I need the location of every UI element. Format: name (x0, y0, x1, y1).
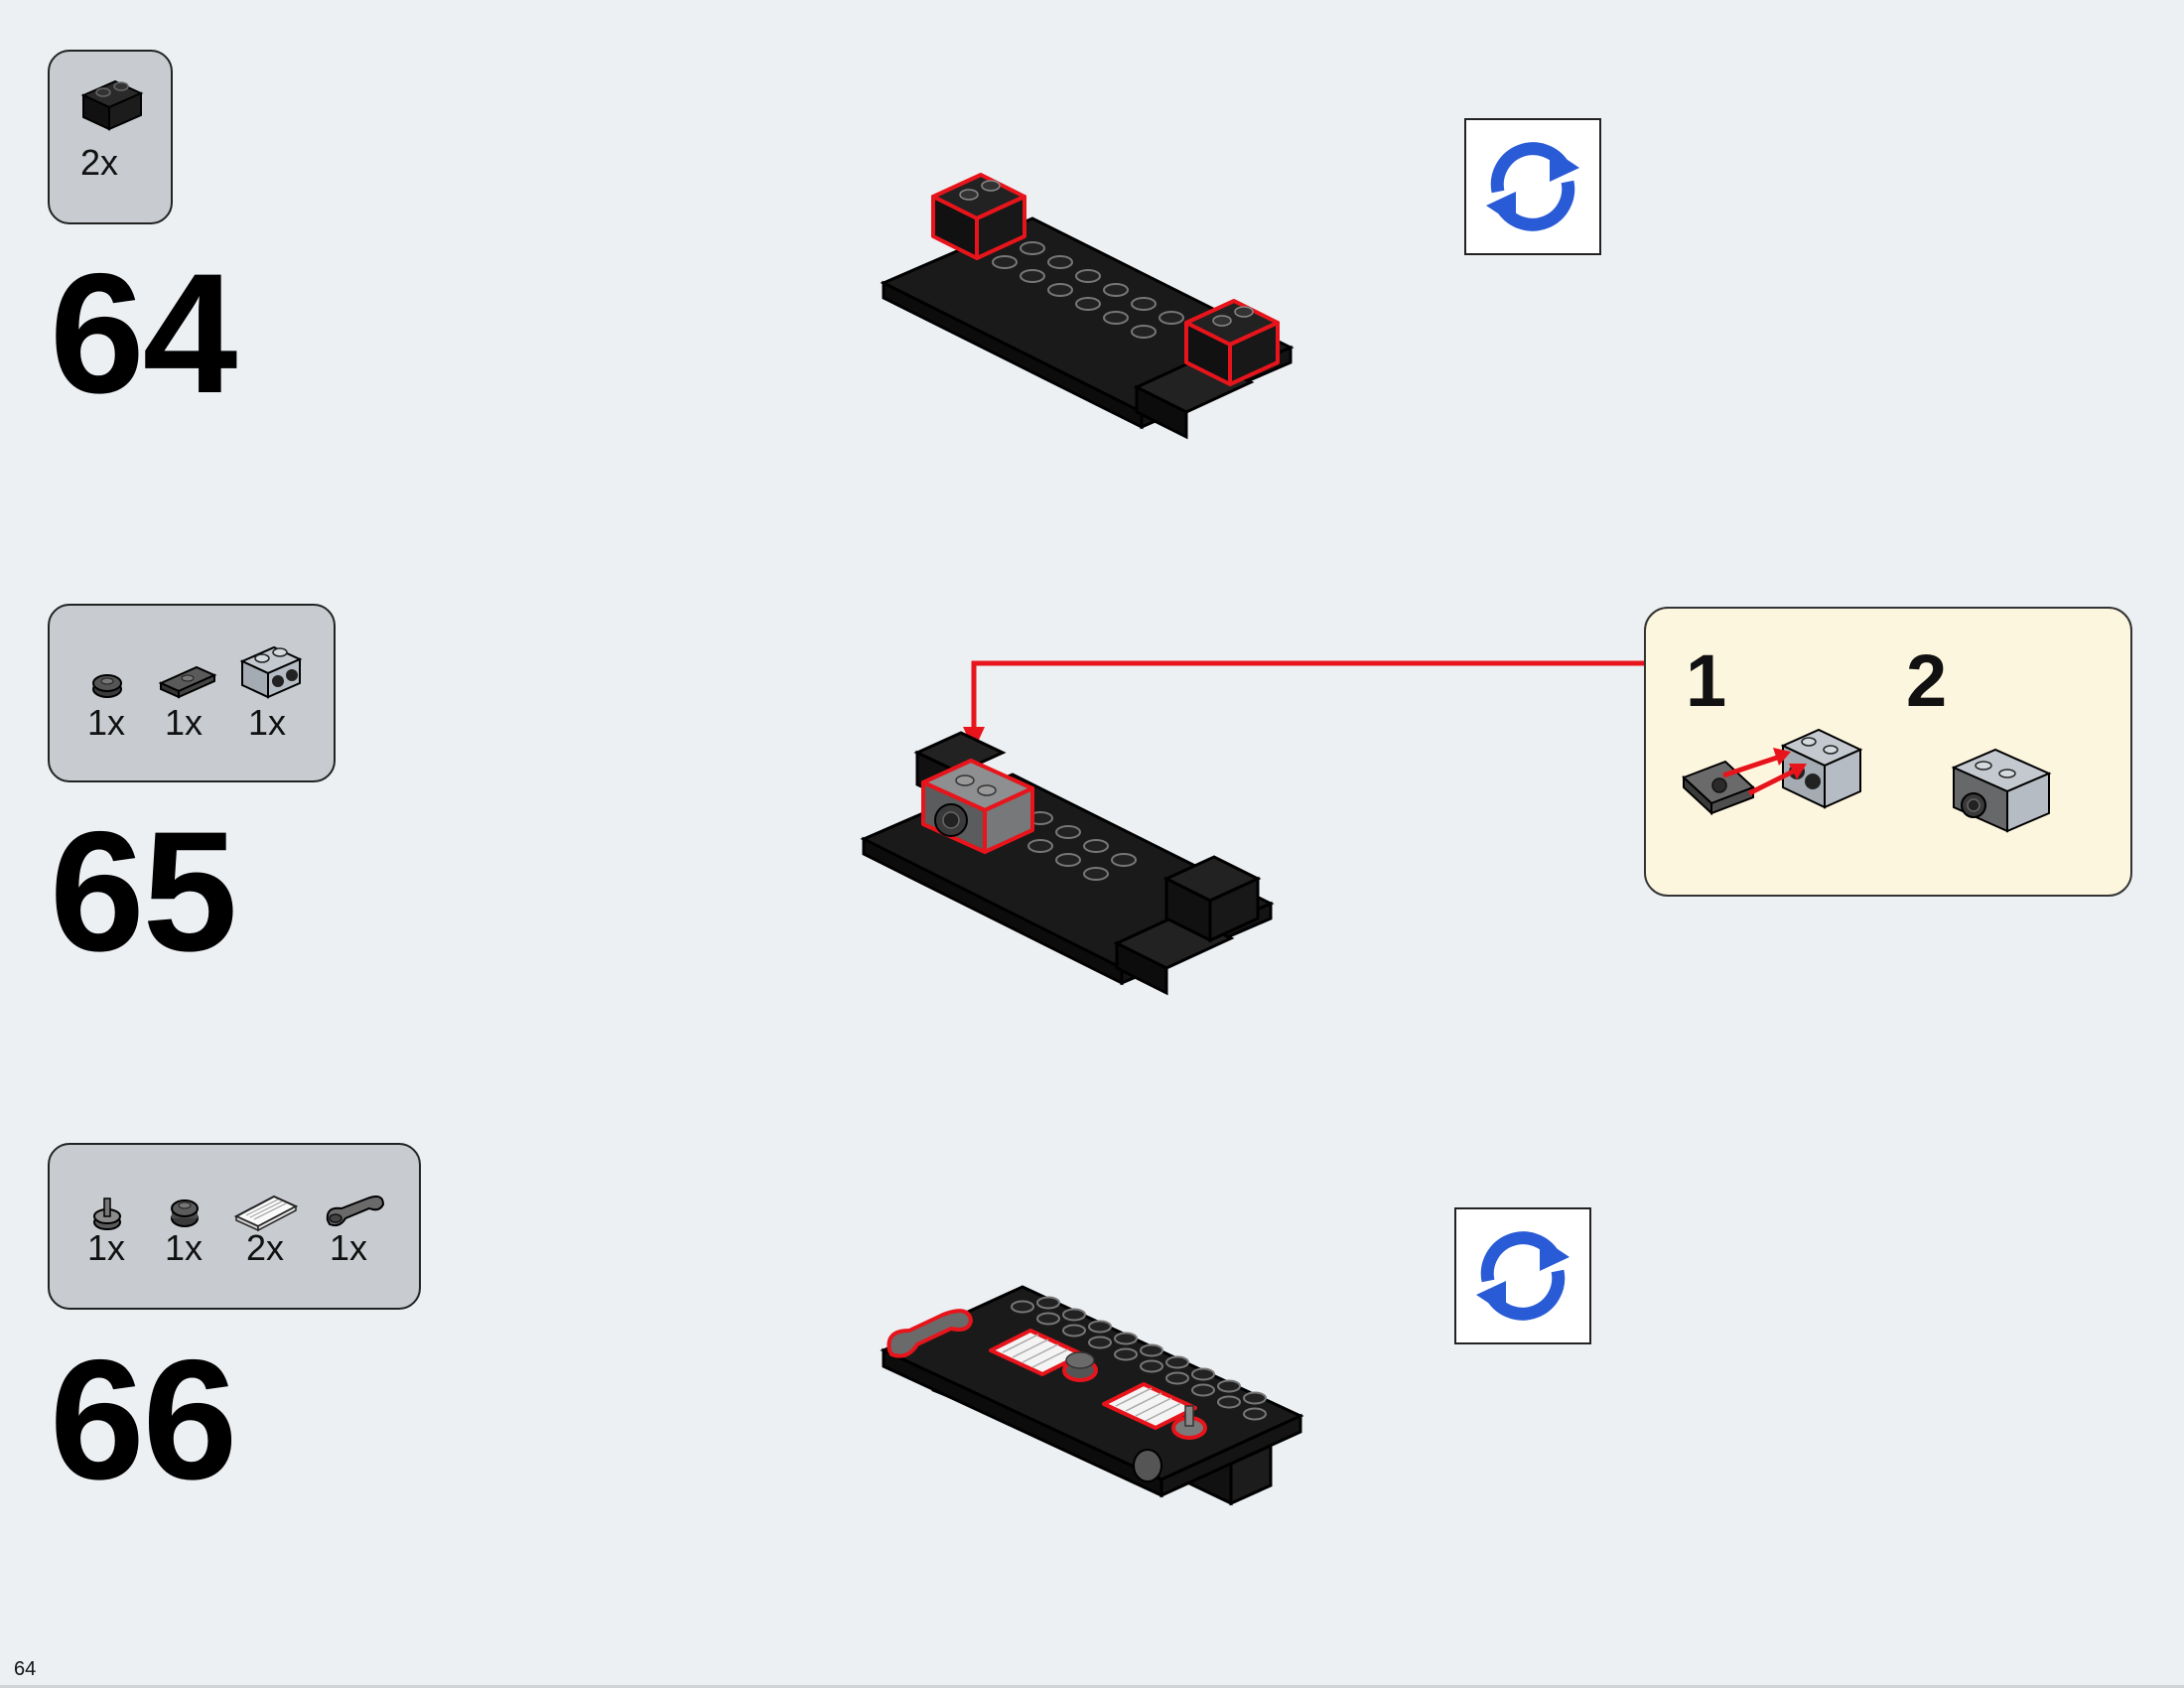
sub-step-number-2: 2 (1906, 639, 1948, 722)
sub-step-1-illustration (1682, 728, 1863, 816)
light-gray-brick-with-studs-on-side-icon (239, 645, 303, 699)
part-quantity: 1x (164, 1227, 204, 1268)
part-quantity: 1x (329, 1227, 368, 1268)
dark-gray-bar-with-clip-icon (326, 1196, 385, 1227)
dark-gray-round-brick-icon (171, 1199, 199, 1227)
sub-assembly-callout: 1 2 (1644, 607, 2132, 897)
step-66-parts-list: 1x 1x 2x 1x (48, 1143, 421, 1310)
part-quantity: 1x (86, 702, 126, 743)
rotate-icon (1476, 1231, 1570, 1321)
part-quantity: 2x (245, 1227, 285, 1268)
white-grille-tile-icon (233, 1195, 299, 1232)
part-quantity: 2x (79, 142, 119, 183)
rotate-model-indicator-64 (1464, 118, 1601, 255)
gray-round-plate-with-bar-icon (93, 1197, 121, 1230)
dark-gray-jumper-plate-icon (158, 665, 217, 699)
step-65-assembly-model (860, 731, 1275, 996)
step-65-parts-list: 1x 1x 1x (48, 604, 336, 782)
part-quantity: 1x (247, 702, 287, 743)
step-number-66: 66 (50, 1325, 237, 1515)
page-bottom-divider (0, 1685, 2184, 1688)
step-66-assembly-model (880, 1285, 1304, 1506)
step-64-parts-list: 2x (48, 50, 173, 224)
rotate-model-indicator-66 (1454, 1207, 1591, 1344)
dark-gray-round-plate-icon (92, 674, 122, 698)
step-number-65: 65 (50, 796, 237, 987)
sub-step-number-1: 1 (1686, 639, 1727, 722)
page-number: 64 (14, 1658, 37, 1680)
step-number-64: 64 (50, 238, 237, 429)
step-64-assembly-model (880, 173, 1295, 440)
part-quantity: 1x (164, 702, 204, 743)
sub-step-2-illustration (1951, 748, 2052, 833)
part-quantity: 1x (86, 1227, 126, 1268)
rotate-icon (1486, 142, 1579, 231)
black-brick-1x2-icon (80, 79, 144, 131)
